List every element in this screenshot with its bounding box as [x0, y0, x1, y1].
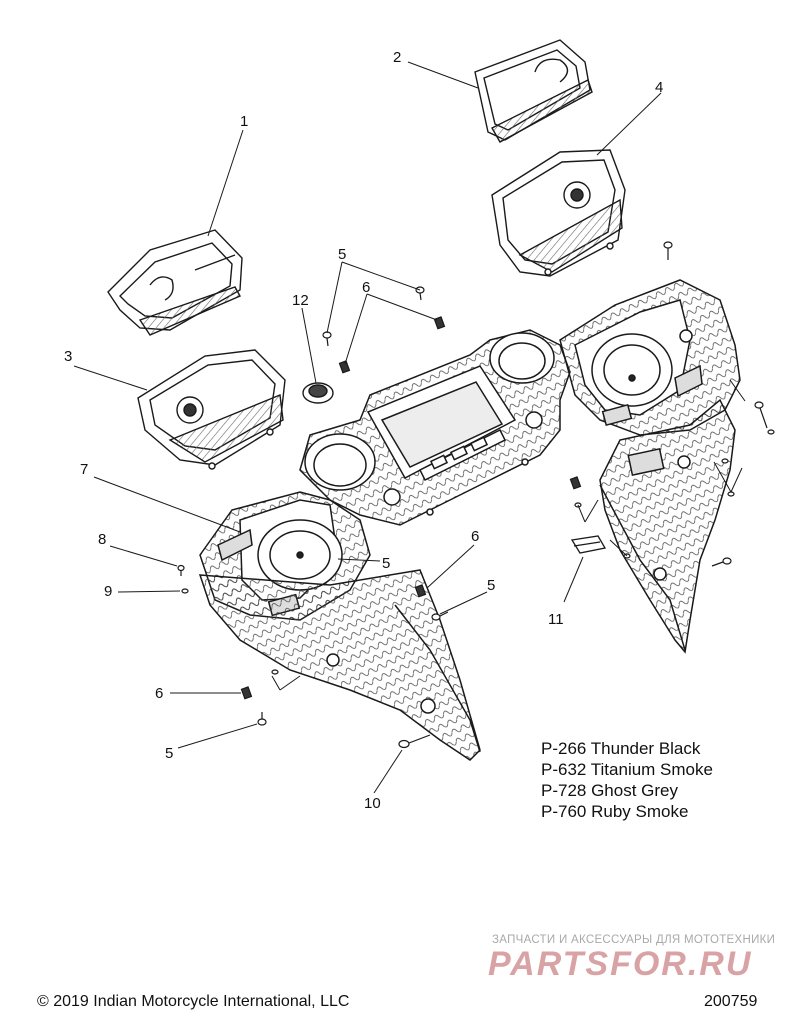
screw-5-mid [431, 611, 449, 621]
part-12-knob [302, 382, 334, 404]
copyright-notice: © 2019 Indian Motorcycle International, … [37, 993, 350, 1010]
screw-5-lower [257, 712, 267, 726]
part-2-pocket-lid [474, 39, 593, 143]
washer-9 [181, 588, 189, 594]
stud-6-top [433, 316, 446, 330]
callout-12: 12 [292, 292, 309, 309]
callout-2: 2 [393, 49, 401, 66]
color-legend: P-266 Thunder Black P-632 Titanium Smoke… [541, 738, 713, 822]
callout-4: 4 [655, 79, 663, 96]
legend-item: P-760 Ruby Smoke [541, 802, 689, 821]
fairing-assembly [198, 279, 741, 761]
stud-6-mid [414, 584, 427, 598]
stud-6-left [338, 360, 351, 374]
watermark-logo-text: PARTSFOR.RU [488, 945, 752, 983]
part-11-clip [570, 535, 607, 554]
callout-6-lower: 6 [155, 685, 163, 702]
callout-5-top: 5 [338, 246, 346, 263]
callout-11: 11 [548, 611, 564, 628]
callout-6-mid: 6 [471, 528, 479, 545]
leader-lines [73, 61, 746, 794]
callout-5-right: 5 [487, 577, 495, 594]
callout-8: 8 [98, 531, 106, 548]
legend-item: P-632 Titanium Smoke [541, 760, 713, 779]
stud-6-lower [240, 686, 253, 700]
callout-6-top: 6 [362, 279, 370, 296]
screw-right-2 [663, 241, 673, 260]
callout-7: 7 [80, 461, 88, 478]
screw-right-3 [711, 557, 732, 567]
part-1-pocket-lid [107, 229, 243, 336]
watermark-subtitle: ЗАПЧАСТИ И АКСЕССУАРЫ ДЛЯ МОТОТЕХНИКИ [492, 934, 776, 946]
screw-right-4 [721, 458, 729, 464]
screw-right-1 [754, 401, 775, 435]
callout-5-lower: 5 [165, 745, 173, 762]
part-3-pocket-door [137, 349, 286, 470]
callout-10: 10 [364, 795, 381, 812]
callout-5-mid: 5 [382, 555, 390, 572]
callout-1: 1 [240, 113, 248, 130]
screw-8 [177, 564, 185, 576]
document-number: 200759 [704, 993, 758, 1010]
callout-3: 3 [64, 348, 72, 365]
washer-left-lower [271, 669, 279, 675]
bolt-10 [398, 734, 431, 749]
legend-item: P-266 Thunder Black [541, 739, 701, 758]
screw-5-top-left [322, 331, 332, 347]
legend-item: P-728 Ghost Grey [541, 781, 679, 800]
stud-right [569, 476, 582, 490]
washer-right-c [727, 491, 735, 497]
callout-9: 9 [104, 583, 112, 600]
watermark-logo: PARTSFOR.RU [488, 945, 752, 983]
part-4-pocket-door [491, 149, 626, 277]
callout-labels: 1 2 3 4 5 6 12 7 8 9 5 6 5 11 6 5 10 [64, 49, 663, 812]
